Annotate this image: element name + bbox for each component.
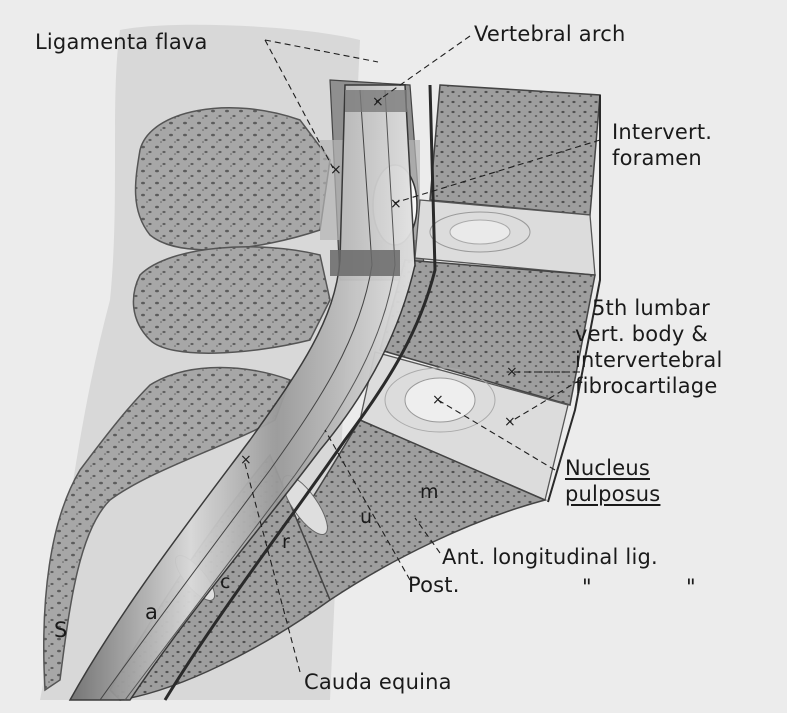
label-ligamenta-flava: Ligamenta flava	[35, 30, 208, 54]
sacrum-letter-r: r	[282, 530, 290, 554]
sacrum-letter-c: c	[220, 570, 231, 594]
svg-text:×: ×	[372, 94, 384, 110]
svg-text:×: ×	[504, 414, 516, 430]
label-lumbar-line3: intervertebral	[575, 348, 723, 372]
label-intervert-line1: Intervert.	[612, 120, 712, 144]
dural-band-lower	[330, 250, 400, 276]
label-lumbar-line2: vert. body &	[575, 322, 708, 346]
sacrum-letter-a: a	[145, 600, 158, 624]
label-lumbar-line4: fibrocartilage	[575, 374, 717, 398]
sacrum-letter-u: u	[360, 505, 372, 529]
label-vertebral-arch: Vertebral arch	[474, 22, 625, 46]
svg-text:×: ×	[390, 196, 402, 212]
label-nucleus-line1: Nucleus	[565, 456, 650, 480]
label-ant-longitudinal-lig: Ant. longitudinal lig.	[442, 545, 658, 569]
svg-text:×: ×	[330, 162, 342, 178]
label-intervert-line2: foramen	[612, 146, 702, 170]
vertebral-body-upper	[430, 85, 600, 215]
svg-text:×: ×	[506, 364, 518, 380]
spinous-process-upper	[136, 108, 330, 250]
sacrum-letter-s: S	[54, 618, 68, 642]
svg-text:×: ×	[432, 392, 444, 408]
spinous-process-middle	[133, 247, 330, 353]
label-ditto-2: "	[686, 575, 696, 599]
sacrum-letter-m: m	[420, 480, 439, 504]
label-post: Post.	[408, 573, 460, 597]
label-cauda-equina: Cauda equina	[304, 670, 452, 694]
label-nucleus-line2: pulposus	[565, 482, 660, 506]
label-lumbar-line1: 5th lumbar	[592, 296, 710, 320]
label-ditto-1: "	[582, 575, 592, 599]
svg-text:×: ×	[240, 452, 252, 468]
